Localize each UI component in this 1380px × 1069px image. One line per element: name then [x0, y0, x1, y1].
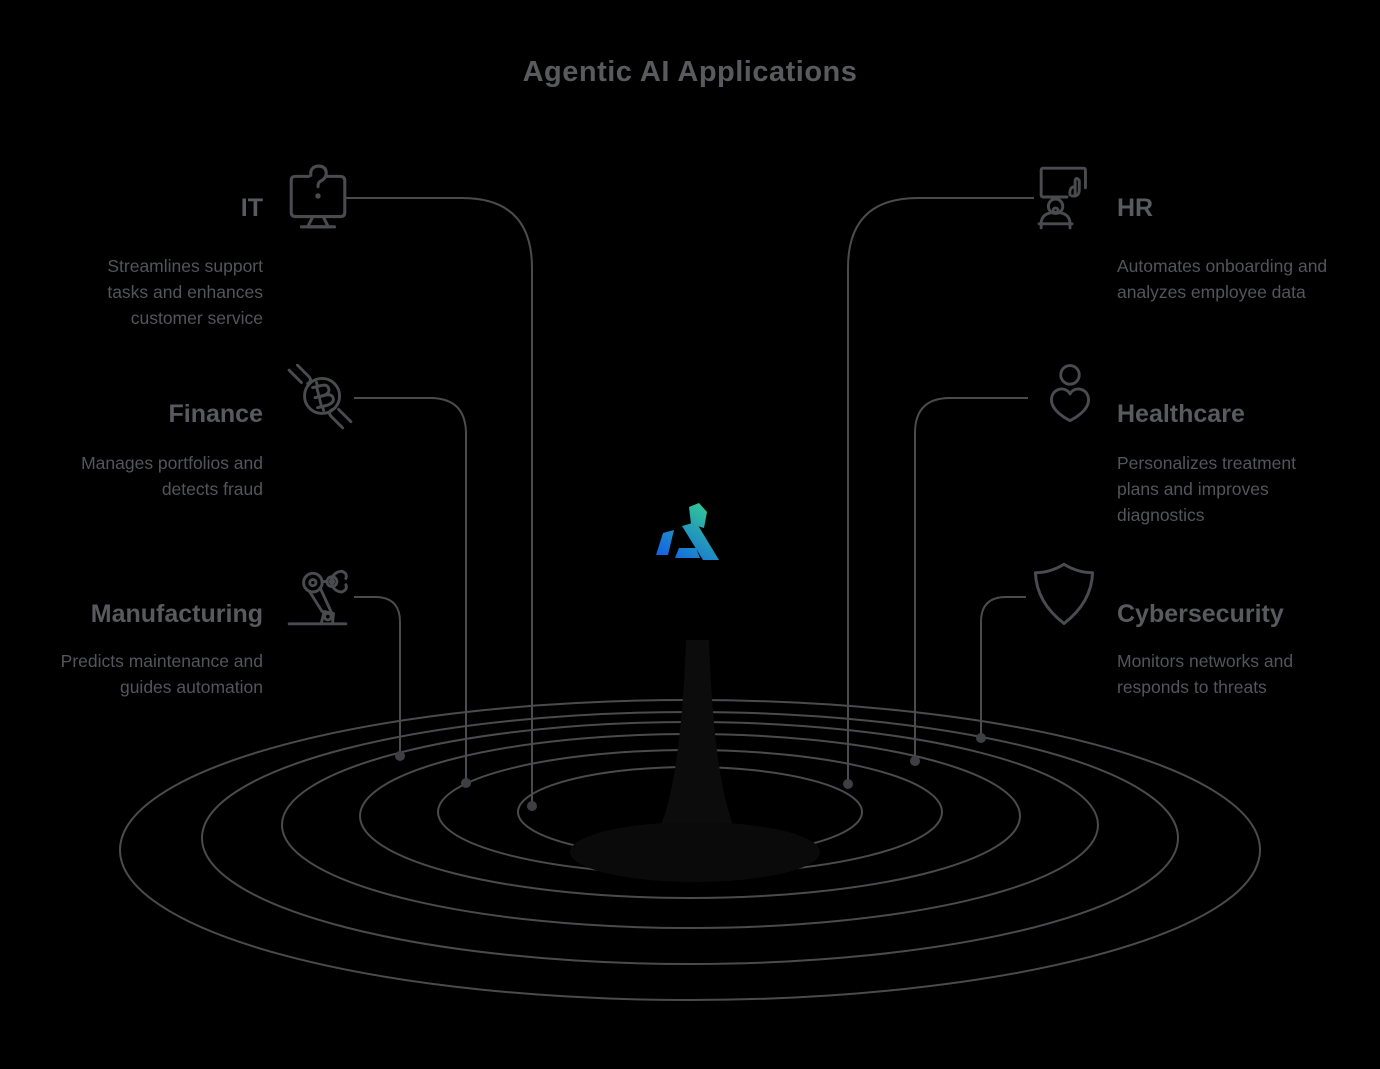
logo-apex	[689, 503, 707, 528]
category-label-manufacturing: Manufacturing	[90, 600, 263, 628]
connector-dot-finance	[461, 778, 471, 788]
screen-person-icon	[1036, 163, 1104, 231]
robot-arm-icon	[283, 561, 351, 629]
bitcoin-hands-icon	[286, 364, 354, 432]
center-beam-cone	[640, 640, 754, 858]
connector-dot-manufacturing	[395, 751, 405, 761]
connector-dot-healthcare	[910, 756, 920, 766]
connector-dot-cybersecurity	[976, 733, 986, 743]
category-label-it: IT	[240, 194, 263, 222]
page-title: Agentic AI Applications	[522, 56, 858, 88]
category-label-hr: HR	[1117, 194, 1154, 222]
connector-hr	[847, 197, 1034, 784]
category-description-manufacturing: Predicts maintenance and guides automati…	[60, 651, 263, 697]
monitor-question-icon	[284, 164, 352, 232]
category-description-hr: Automates onboarding and analyzes employ…	[1117, 256, 1328, 302]
connector-cybersecurity	[980, 596, 1026, 738]
connector-healthcare	[914, 397, 1028, 761]
connector-dot-hr	[843, 779, 853, 789]
connector-finance	[354, 397, 467, 783]
logo-left-leg	[656, 530, 674, 555]
category-description-cybersecurity: Monitors networks and responds to threat…	[1117, 651, 1294, 697]
category-label-finance: Finance	[168, 400, 263, 428]
connector-it	[346, 197, 533, 806]
heart-person-icon	[1036, 362, 1104, 430]
category-description-it: Streamlines support tasks and enhances c…	[107, 256, 263, 328]
category-label-cybersecurity: Cybersecurity	[1117, 600, 1284, 628]
category-description-healthcare: Personalizes treatment plans and improve…	[1117, 453, 1296, 525]
center-pool	[570, 822, 820, 882]
connector-dot-it	[527, 801, 537, 811]
shield-icon	[1029, 560, 1099, 632]
category-label-healthcare: Healthcare	[1117, 400, 1245, 428]
agentic-ai-logo	[655, 503, 747, 570]
connector-manufacturing	[354, 596, 401, 756]
category-description-finance: Manages portfolios and detects fraud	[81, 453, 263, 499]
logo-right-leg	[682, 522, 719, 560]
logo-crossbar	[675, 548, 700, 558]
